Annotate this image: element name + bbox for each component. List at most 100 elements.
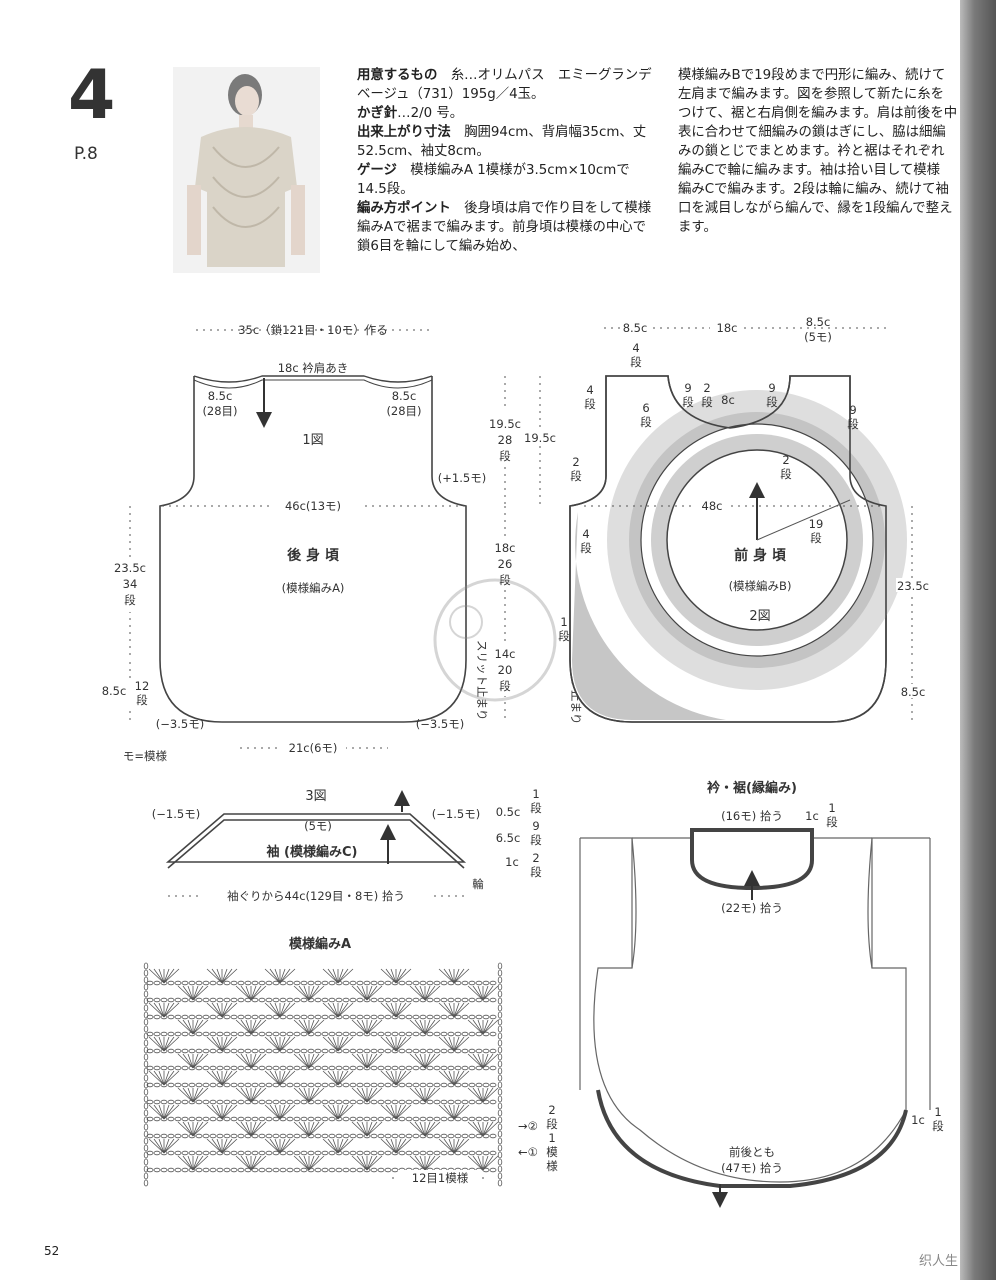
- tall-stitch: [332, 1070, 339, 1086]
- neck-top-pickup: (16モ) 拾う: [721, 809, 783, 823]
- chain-stitch: [349, 997, 357, 1003]
- chain-stitch: [349, 1150, 357, 1156]
- chain-stitch: [398, 997, 406, 1003]
- chart-repeat-word: 1: [548, 1131, 555, 1145]
- chain-stitch: [377, 1048, 385, 1054]
- chain-stitch: [223, 1082, 231, 1088]
- chain-stitch: [419, 980, 427, 986]
- back-dec-right: (−3.5モ): [416, 717, 464, 731]
- tall-stitch: [221, 1104, 238, 1120]
- front-chest: 48c: [702, 499, 723, 513]
- chain-stitch: [167, 1150, 175, 1156]
- tall-stitch: [366, 1155, 373, 1171]
- chain-stitch: [475, 1031, 483, 1037]
- row-9-a-unit: 段: [682, 395, 694, 409]
- turning-chain: [143, 1095, 149, 1103]
- chain-stitch: [335, 1133, 343, 1139]
- chain-stitch: [146, 1150, 154, 1156]
- chain-stitch: [202, 1014, 210, 1020]
- chain-stitch: [314, 997, 322, 1003]
- chain-stitch: [482, 1116, 490, 1122]
- chain-stitch: [195, 1099, 203, 1105]
- tall-stitch: [308, 1053, 325, 1069]
- chain-stitch: [209, 1116, 217, 1122]
- chain-stitch: [482, 980, 490, 986]
- row-1-unit: 段: [558, 629, 570, 643]
- chain-stitch: [384, 1082, 392, 1088]
- chart-repeat-word-2: 模: [546, 1145, 558, 1159]
- tall-stitch: [245, 985, 252, 1001]
- tall-stitch: [395, 968, 407, 984]
- chain-stitch: [419, 1150, 427, 1156]
- tall-stitch: [293, 1155, 310, 1171]
- tall-stitch: [182, 985, 194, 1001]
- tall-stitch: [221, 1070, 238, 1086]
- chain-stitch: [188, 980, 196, 986]
- tall-stitch: [453, 968, 460, 984]
- tall-stitch: [240, 1053, 252, 1069]
- chain-stitch: [377, 1133, 385, 1139]
- tall-stitch: [293, 1019, 310, 1035]
- chain-stitch: [265, 1116, 273, 1122]
- tall-stitch: [250, 985, 267, 1001]
- tall-stitch: [250, 1053, 262, 1069]
- chain-stitch: [384, 1065, 392, 1071]
- chain-stitch: [482, 1150, 490, 1156]
- chain-stitch: [209, 1133, 217, 1139]
- tall-stitch: [235, 1053, 252, 1069]
- tall-stitch: [327, 1036, 339, 1052]
- chain-stitch: [314, 1065, 322, 1071]
- chain-stitch: [286, 980, 294, 986]
- tall-stitch: [472, 1155, 484, 1171]
- chain-stitch: [146, 1031, 154, 1037]
- tall-stitch: [216, 1104, 223, 1120]
- tall-stitch: [332, 968, 339, 984]
- tall-stitch: [298, 1053, 310, 1069]
- tall-stitch: [366, 1121, 383, 1137]
- tall-stitch: [390, 1002, 397, 1018]
- chain-stitch: [321, 1031, 329, 1037]
- front-neck-height: 8c: [721, 393, 735, 407]
- tall-stitch: [337, 1070, 349, 1086]
- tall-stitch: [308, 1087, 320, 1103]
- chain-stitch: [167, 1048, 175, 1054]
- tall-stitch: [337, 968, 354, 984]
- chain-stitch: [258, 1116, 266, 1122]
- turning-chain: [143, 1074, 149, 1082]
- chain-stitch: [328, 997, 336, 1003]
- chain-stitch: [279, 1099, 287, 1105]
- chain-stitch: [356, 1133, 364, 1139]
- tall-stitch: [443, 1138, 455, 1154]
- tall-stitch: [453, 1070, 470, 1086]
- chain-stitch: [244, 1014, 252, 1020]
- chain-stitch: [146, 1082, 154, 1088]
- tall-stitch: [322, 1036, 339, 1052]
- row-9-c-unit: 段: [847, 417, 859, 431]
- chain-stitch: [405, 1099, 413, 1105]
- chain-stitch: [181, 1031, 189, 1037]
- tall-stitch: [264, 1036, 281, 1052]
- chain-stitch: [272, 997, 280, 1003]
- chain-stitch: [349, 1116, 357, 1122]
- chain-stitch: [265, 1048, 273, 1054]
- chain-stitch: [342, 1099, 350, 1105]
- chain-stitch: [167, 1133, 175, 1139]
- tall-stitch: [395, 1036, 402, 1052]
- chain-stitch: [433, 1014, 441, 1020]
- chain-stitch: [202, 1167, 210, 1173]
- chain-stitch: [356, 1014, 364, 1020]
- tall-stitch: [356, 1053, 368, 1069]
- chain-stitch: [258, 1133, 266, 1139]
- tall-stitch: [264, 1070, 281, 1086]
- tall-stitch: [482, 1053, 489, 1069]
- tall-stitch: [337, 1036, 349, 1052]
- chain-stitch: [216, 1099, 224, 1105]
- chain-stitch: [328, 1048, 336, 1054]
- mid-height: 18c: [495, 541, 516, 555]
- chain-stitch: [468, 1065, 476, 1071]
- back-top-width: 35c（鎖121目・10モ）作る: [238, 323, 388, 337]
- chain-stitch: [461, 1133, 469, 1139]
- chain-stitch: [454, 1150, 462, 1156]
- tall-stitch: [332, 1036, 339, 1052]
- chain-stitch: [475, 1082, 483, 1088]
